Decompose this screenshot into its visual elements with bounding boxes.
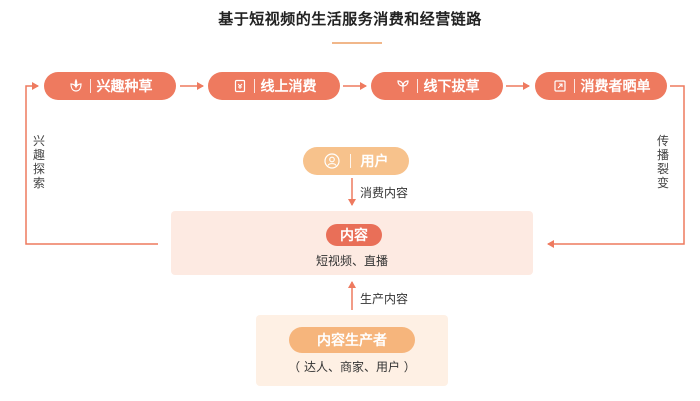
user-node: 用户 — [303, 147, 409, 175]
flow-step-label: 消费者晒单 — [580, 79, 651, 95]
title-underline — [332, 42, 382, 44]
producer-tag: 内容生产者 — [289, 327, 415, 353]
user-icon — [323, 153, 340, 169]
flow-step-label: 兴趣种草 — [96, 79, 153, 95]
flow-step-label: 线下拔草 — [423, 79, 480, 95]
content-tag: 内容 — [326, 224, 382, 246]
receipt-icon — [232, 78, 248, 94]
pill-separator — [416, 79, 418, 93]
left-loop-line — [25, 82, 158, 245]
produce-label: 生产内容 — [360, 292, 409, 306]
pill-separator — [349, 154, 351, 168]
right-loop-line — [547, 85, 685, 248]
left-loop-label: 兴 趣 探 索 — [32, 134, 45, 190]
page-title: 基于短视频的生活服务消费和经营链路 — [218, 10, 482, 28]
user-label: 用户 — [360, 154, 389, 170]
flower-icon — [68, 78, 84, 94]
right-loop-label: 传 播 裂 变 — [656, 134, 669, 190]
pill-separator — [89, 79, 91, 93]
pill-separator — [573, 79, 575, 93]
flow-step-online-consume: 线上消费 — [208, 72, 340, 100]
content-sub: 短视频、直播 — [315, 254, 388, 268]
flow-step-offline: 线下拔草 — [371, 72, 503, 100]
share-icon — [552, 78, 568, 94]
flow-step-share: 消费者晒单 — [535, 72, 667, 100]
consume-label: 消费内容 — [360, 186, 409, 200]
producer-sub: （ 达人、商家、用户 ） — [288, 360, 416, 374]
flow-step-label: 线上消费 — [260, 79, 317, 95]
sprout-icon — [395, 78, 411, 94]
pill-separator — [253, 79, 255, 93]
flow-step-interest: 兴趣种草 — [44, 72, 176, 100]
